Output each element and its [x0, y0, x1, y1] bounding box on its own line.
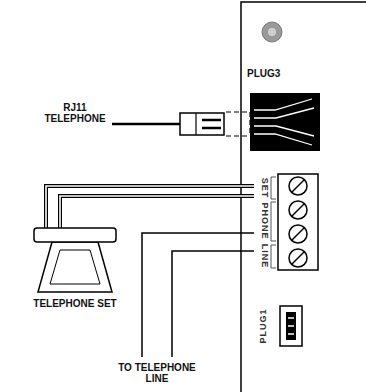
mounting-hole-center	[268, 28, 276, 36]
insertion-guide	[226, 112, 250, 136]
mounting-hole	[262, 22, 282, 42]
telephone-set	[34, 228, 116, 292]
telephone-cable	[112, 123, 180, 126]
terminal-label: SET	[259, 178, 270, 199]
line-wires	[142, 233, 254, 357]
terminal-screws	[289, 177, 307, 267]
connector-label: PLUG3	[247, 68, 307, 79]
set-wires	[46, 186, 254, 228]
terminal-label: LINE	[259, 244, 270, 269]
terminal-brackets	[271, 177, 276, 268]
socket-pins	[254, 99, 314, 145]
part-label: TELEPHONE SET	[25, 298, 125, 309]
circuit-board	[241, 2, 366, 392]
plug1-header	[280, 306, 302, 346]
terminal-label: PHONE	[259, 202, 270, 239]
rj11-plug	[180, 113, 224, 135]
connector-label: PLUG1	[258, 308, 269, 343]
callout-label: RJ11 TELEPHONE	[40, 102, 110, 124]
callout-label: TO TELEPHONE LINE	[107, 362, 207, 384]
terminal-block	[278, 174, 318, 270]
plug-contacts	[202, 120, 221, 128]
rj11-socket	[250, 93, 320, 151]
